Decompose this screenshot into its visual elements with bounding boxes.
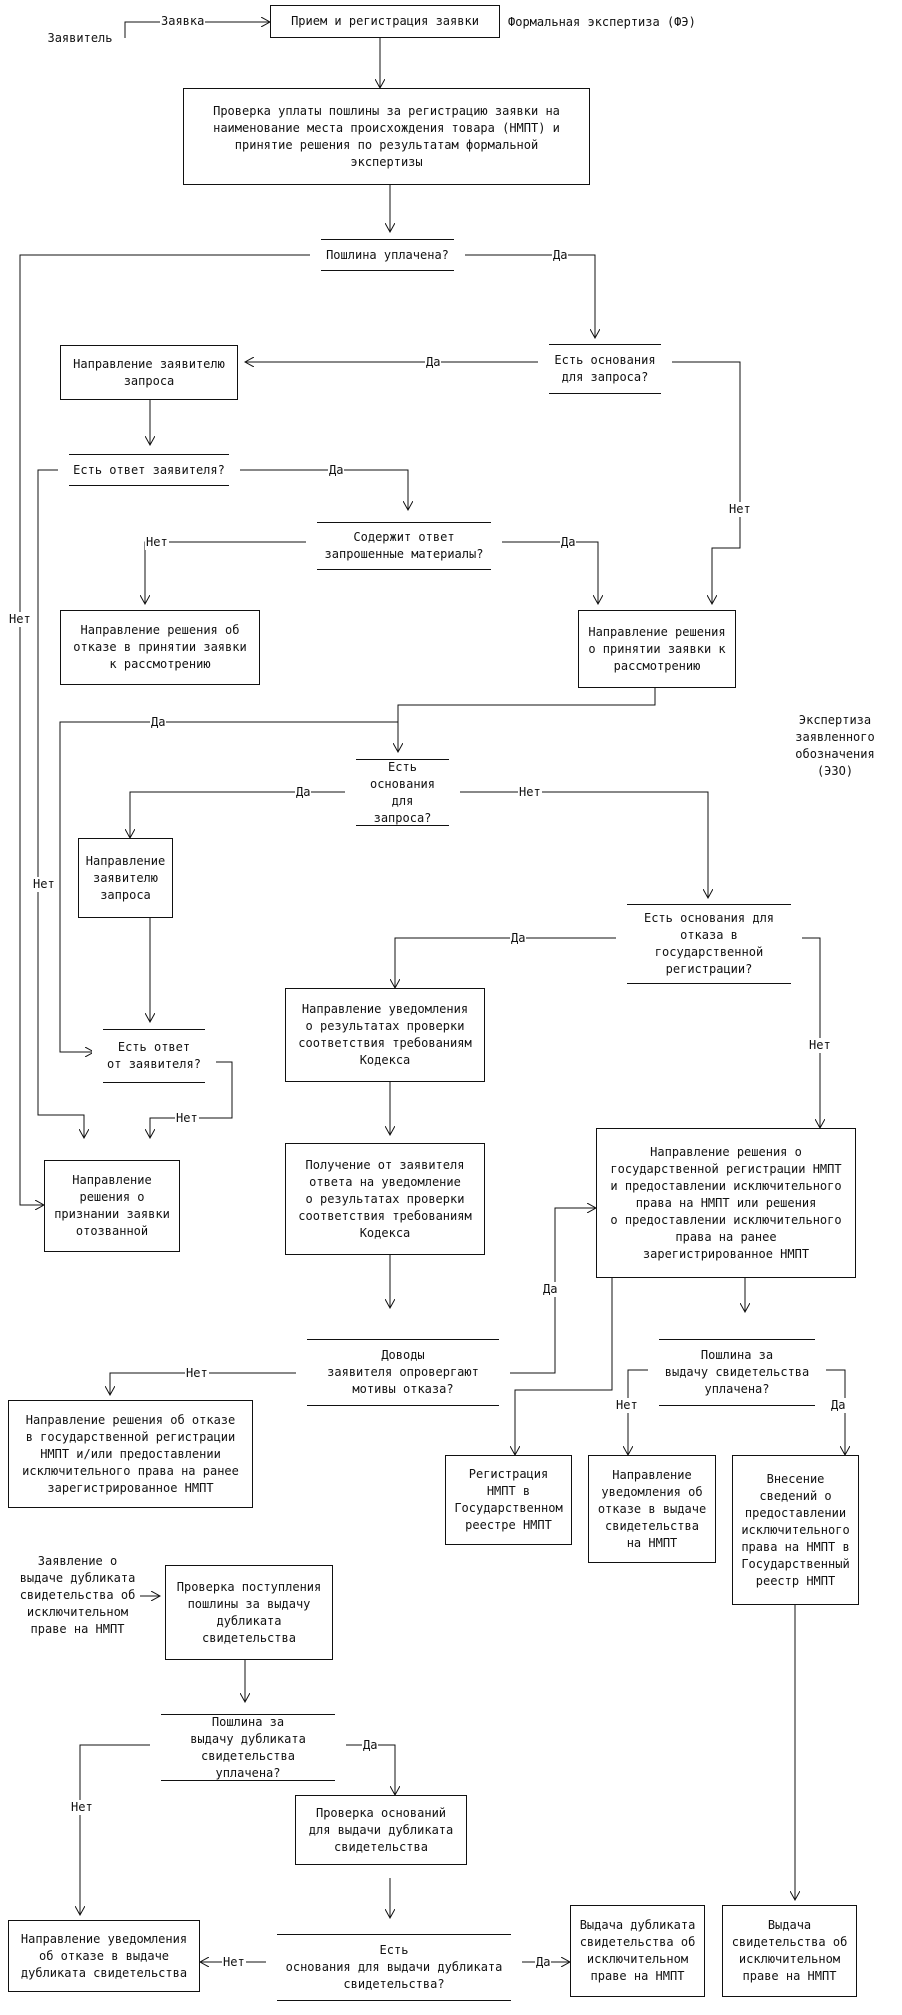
request-grounds-decision: Есть основания для запроса? — [538, 340, 672, 398]
cert-refusal-box: Направление уведомления об отказе в выда… — [588, 1455, 716, 1563]
label-request-yes: Да — [425, 355, 442, 370]
materials-decision: Содержит ответ запрошенные материалы? — [306, 518, 502, 574]
label-dup-fee-yes: Да — [362, 1738, 379, 1753]
reply-received-box: Получение от заявителя ответа на уведомл… — [285, 1143, 485, 1255]
label-reply2-no: Нет — [175, 1111, 199, 1126]
refusal-registration-box: Направление решения об отказе в государс… — [8, 1400, 253, 1508]
label-grounds-no: Нет — [518, 785, 542, 800]
acceptance-box: Направление решения о принятии заявки к … — [578, 610, 736, 688]
edge-from-acceptance-to-reply2 — [59, 721, 398, 1052]
dup-fee-check-box: Проверка поступления пошлины за выдачу д… — [165, 1565, 333, 1660]
reply-decision: Есть ответ заявителя? — [58, 450, 240, 490]
withdrawn-box: Направление решения о признании заявки о… — [44, 1160, 180, 1252]
label-cert-fee-no: Нет — [615, 1398, 639, 1413]
label-fee-no: Нет — [8, 612, 32, 627]
refusal-acceptance-box: Направление решения об отказе в принятии… — [60, 610, 260, 685]
duplicate-request-label: Заявление о выдаче дубликата свидетельст… — [19, 1554, 136, 1636]
label-refusal-yes: Да — [510, 931, 527, 946]
label-reply-yes: Да — [328, 463, 345, 478]
label-dup-grounds-yes: Да — [535, 1955, 552, 1970]
fee-paid-decision: Пошлина уплачена? — [310, 235, 465, 275]
edge-refusal-no — [800, 937, 820, 1128]
label-dup-grounds-no: Нет — [222, 1955, 246, 1970]
edge-dup-fee-yes — [345, 1744, 395, 1795]
refusal-grounds-decision: Есть основания для отказа в государствен… — [616, 900, 802, 988]
edge-arguments-no — [110, 1372, 298, 1395]
intake-box: Прием и регистрация заявки — [270, 5, 500, 38]
cert-fee-decision: Пошлина за выдачу свидетельства уплачена… — [648, 1335, 826, 1410]
edge-applicant-to-intake — [124, 22, 270, 38]
label-fee-yes: Да — [552, 248, 569, 263]
label-materials-no: Нет — [145, 535, 169, 550]
request2-box: Направление заявителю запроса — [78, 838, 173, 918]
edge-reply-yes — [240, 469, 408, 510]
edge-cert-fee-no — [628, 1369, 650, 1455]
edge-materials-yes — [500, 541, 598, 604]
edge-reply-no — [37, 469, 84, 1138]
reply2-decision: Есть ответ от заявителя? — [92, 1025, 216, 1087]
label-cert-fee-yes: Да — [830, 1398, 847, 1413]
notice-box: Направление уведомления о результатах пр… — [285, 988, 485, 1082]
applicant-label: Заявитель — [47, 31, 113, 45]
label-refusal-no: Нет — [808, 1038, 832, 1053]
arguments-decision: Доводы заявителя опровергают мотивы отка… — [296, 1335, 510, 1410]
dup-grounds-decision: Есть основания для выдачи дубликата свид… — [266, 1930, 522, 2005]
registry-entry-box: Регистрация НМПТ в Государственном реест… — [445, 1455, 572, 1545]
label-dup-fee-no: Нет — [70, 1800, 94, 1815]
label-arguments-no: Нет — [185, 1366, 209, 1381]
label-request-no: Нет — [728, 502, 752, 517]
fe-section-label: Формальная экспертиза (ФЭ) — [508, 15, 696, 29]
dup-fee-decision: Пошлина за выдачу дубликата свидетельств… — [150, 1710, 346, 1785]
label-materials-yes: Да — [560, 535, 577, 550]
edge-reply2-no — [150, 1061, 233, 1138]
label-loop-yes: Да — [150, 715, 167, 730]
edge-acceptance-to-grounds — [398, 688, 656, 752]
dup-refusal-box: Направление уведомления об отказе в выда… — [8, 1920, 200, 1992]
edge-request-grounds-no — [670, 361, 741, 604]
edge-fee-paid-no — [19, 254, 312, 1205]
label-arguments-yes: Да — [542, 1282, 559, 1297]
label-zayavka: Заявка — [160, 14, 206, 29]
edge-materials-no — [145, 541, 308, 604]
dup-issue-box: Выдача дубликата свидетельства об исключ… — [570, 1905, 705, 1997]
edge-registration-decision — [515, 1278, 613, 1455]
edge-dup-fee-no — [80, 1744, 150, 1915]
registration-decision-box: Направление решения о государственной ре… — [596, 1128, 856, 1278]
edge-refusal-yes — [395, 937, 618, 988]
dup-grounds-box: Проверка оснований для выдачи дубликата … — [295, 1795, 467, 1865]
grounds-request2-decision: Есть основания для запроса? — [345, 755, 460, 830]
edge-grounds-no — [458, 791, 708, 898]
edge-grounds-yes — [130, 791, 345, 838]
registry-rights-box: Внесение сведений о предоставлении исклю… — [732, 1455, 859, 1605]
edge-cert-fee-yes — [825, 1369, 845, 1455]
cert-issue-box: Выдача свидетельства об исключительном п… — [722, 1905, 857, 1997]
label-grounds-yes: Да — [295, 785, 312, 800]
request-box: Направление заявителю запроса — [60, 345, 238, 400]
eze-section-label: Экспертиза заявленного обозначения (ЭЗО) — [795, 713, 875, 778]
label-reply-no: Нет — [32, 877, 56, 892]
edge-fee-paid-yes — [462, 254, 595, 338]
fee-check-box: Проверка уплаты пошлины за регистрацию з… — [183, 88, 590, 185]
